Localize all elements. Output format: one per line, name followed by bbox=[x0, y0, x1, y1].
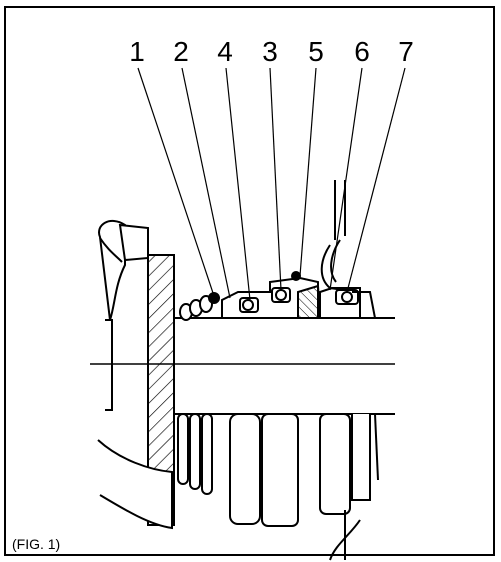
label-4: 4 bbox=[217, 36, 233, 67]
figure-frame bbox=[4, 6, 495, 556]
shaft bbox=[90, 317, 395, 415]
label-1: 1 bbox=[129, 36, 145, 67]
leader-lines bbox=[137, 67, 406, 301]
sheet-housing bbox=[320, 180, 379, 561]
left-flange bbox=[97, 219, 175, 530]
label-5: 5 bbox=[308, 36, 324, 67]
label-7: 7 bbox=[398, 36, 414, 67]
label-6: 6 bbox=[354, 36, 370, 67]
label-3: 3 bbox=[262, 36, 278, 67]
label-2: 2 bbox=[173, 36, 189, 67]
seal-assembly bbox=[221, 271, 371, 527]
spring-coils bbox=[177, 292, 220, 495]
figure-caption: (FIG. 1) bbox=[12, 536, 61, 552]
